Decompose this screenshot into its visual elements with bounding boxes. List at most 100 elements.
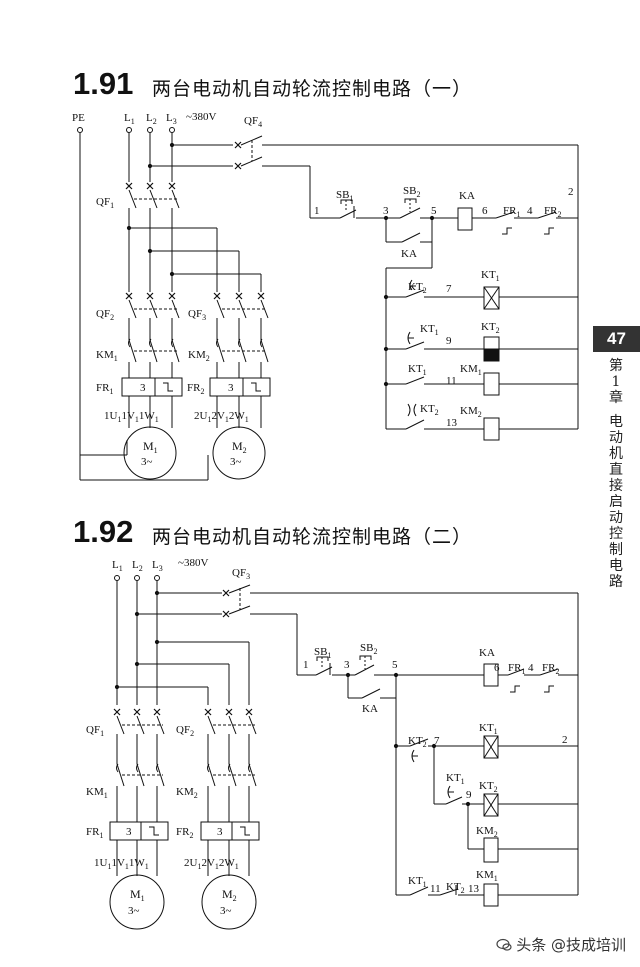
d2-km2-coil-label: KM2 xyxy=(476,825,498,839)
m1-terminals: 1U11V11W1 xyxy=(104,410,159,424)
d2-kt1-coil-label: KT1 xyxy=(479,722,498,736)
rung2-kt1-label: KT1 xyxy=(420,323,439,337)
d2-kt1-coil xyxy=(483,735,499,759)
d2-node-9: 9 xyxy=(466,789,472,801)
chapter-char: 制 xyxy=(609,542,623,558)
l2-terminal xyxy=(147,127,153,133)
node-1: 1 xyxy=(314,205,320,217)
d2-m2-spec: 3~ xyxy=(220,905,232,917)
fr2-nc-label: FR2 xyxy=(544,205,561,219)
d2-rung4-kt2-label: KT2 xyxy=(446,881,465,895)
km1-label: KM1 xyxy=(96,349,118,363)
rung1-kt2-label: KT2 xyxy=(408,281,427,295)
kt1-coil-label: KT1 xyxy=(481,269,500,283)
m2-spec: 3~ xyxy=(230,456,242,468)
kt2-coil-label: KT2 xyxy=(481,321,500,335)
node-5: 5 xyxy=(431,205,437,217)
d2-m2-terminals: 2U12V12W1 xyxy=(184,857,239,871)
d2-rung1-kt2-label: KT2 xyxy=(408,735,427,749)
d2-fr2-value: 3 xyxy=(217,826,223,838)
node-2: 2 xyxy=(568,186,574,198)
chapter-char: 电 xyxy=(609,558,623,574)
fr2-value: 3 xyxy=(228,382,234,394)
qf4-label: QF4 xyxy=(244,115,262,129)
chapter-char: 接 xyxy=(609,478,623,494)
d2-m1-spec: 3~ xyxy=(128,905,140,917)
pe-terminal xyxy=(77,127,83,133)
rung4-kt2-label: KT2 xyxy=(420,403,439,417)
d2-l1-label: L1 xyxy=(112,559,123,573)
d2-node-6: 6 xyxy=(494,662,500,674)
d2-rung2-kt1-label: KT1 xyxy=(446,772,465,786)
d2-node-3: 3 xyxy=(344,659,350,671)
ka-contact-label: KA xyxy=(401,248,417,260)
d2-sb2-label: SB2 xyxy=(360,642,377,656)
section-number-2: 1.92 xyxy=(73,514,134,549)
d2-km1-coil-label: KM1 xyxy=(476,869,498,883)
d2-km2-label: KM2 xyxy=(176,786,198,800)
d2-km2-coil xyxy=(483,837,499,863)
d2-rung4-kt1-label: KT1 xyxy=(408,875,427,889)
m1-spec: 3~ xyxy=(141,456,153,468)
chapter-char: 控 xyxy=(609,526,623,542)
m1-label: M1 xyxy=(143,439,158,455)
d2-l2-label: L2 xyxy=(132,559,143,573)
d2-node-13: 13 xyxy=(468,883,480,895)
voltage-label: ~380V xyxy=(186,111,216,123)
m2-label: M2 xyxy=(232,439,247,455)
km1-contacts xyxy=(128,338,180,363)
d2-node-2: 2 xyxy=(562,734,568,746)
sb1-label: SB1 xyxy=(336,189,353,203)
qf3-label: QF3 xyxy=(188,308,206,322)
page-number-tab: 47 xyxy=(593,326,640,352)
l1-label: L1 xyxy=(124,112,135,126)
km2-coil-label: KM2 xyxy=(460,405,482,419)
fr1-label: FR1 xyxy=(96,382,113,396)
fr1-value: 3 xyxy=(140,382,146,394)
km2-contacts xyxy=(216,338,269,363)
qf2-switch xyxy=(125,292,180,319)
node-3: 3 xyxy=(383,205,389,217)
d2-qf2-label: QF2 xyxy=(176,724,194,738)
motor-m1 xyxy=(123,426,177,480)
fr2-label: FR2 xyxy=(187,382,204,396)
node-11: 11 xyxy=(446,375,457,387)
d2-km1-label: KM1 xyxy=(86,786,108,800)
l3-label: L3 xyxy=(166,112,177,126)
qf2-label: QF2 xyxy=(96,308,114,322)
l1-terminal xyxy=(126,127,132,133)
chapter-char: 章 xyxy=(609,390,623,406)
d2-m1-terminals: 1U11V11W1 xyxy=(94,857,149,871)
chapter-char: 动 xyxy=(609,430,623,446)
d2-qf1-label: QF1 xyxy=(86,724,104,738)
chapter-char: 启 xyxy=(609,494,623,510)
d2-motor-m2 xyxy=(201,874,257,930)
km1-coil xyxy=(483,372,500,396)
node-4: 4 xyxy=(527,205,533,217)
section-title-1: 两台电动机自动轮流控制电路（一） xyxy=(152,78,473,100)
d2-fr1-nc-label: FR1 xyxy=(508,662,525,676)
d2-node-4: 4 xyxy=(528,662,534,674)
chapter-char: 机 xyxy=(609,446,623,462)
chapter-char: 路 xyxy=(609,574,623,590)
chapter-char: 1 xyxy=(611,374,621,390)
chapter-char: 直 xyxy=(609,462,623,478)
km2-coil xyxy=(483,417,500,441)
d2-fr2-label: FR2 xyxy=(176,826,193,840)
d2-node-7: 7 xyxy=(434,735,440,747)
motor-m2 xyxy=(212,426,266,480)
d2-fr1-label: FR1 xyxy=(86,826,103,840)
kt1-coil xyxy=(483,286,500,310)
node-7: 7 xyxy=(446,283,452,295)
rung3-kt1-label: KT1 xyxy=(408,363,427,377)
d2-node-1: 1 xyxy=(303,659,309,671)
sb2-label: SB2 xyxy=(403,185,420,199)
fr1-box xyxy=(121,377,183,397)
ka-label: KA xyxy=(459,190,475,202)
qf1-label: QF1 xyxy=(96,196,114,210)
d2-fr1-value: 3 xyxy=(126,826,132,838)
d2-m1-label: M1 xyxy=(130,887,145,903)
